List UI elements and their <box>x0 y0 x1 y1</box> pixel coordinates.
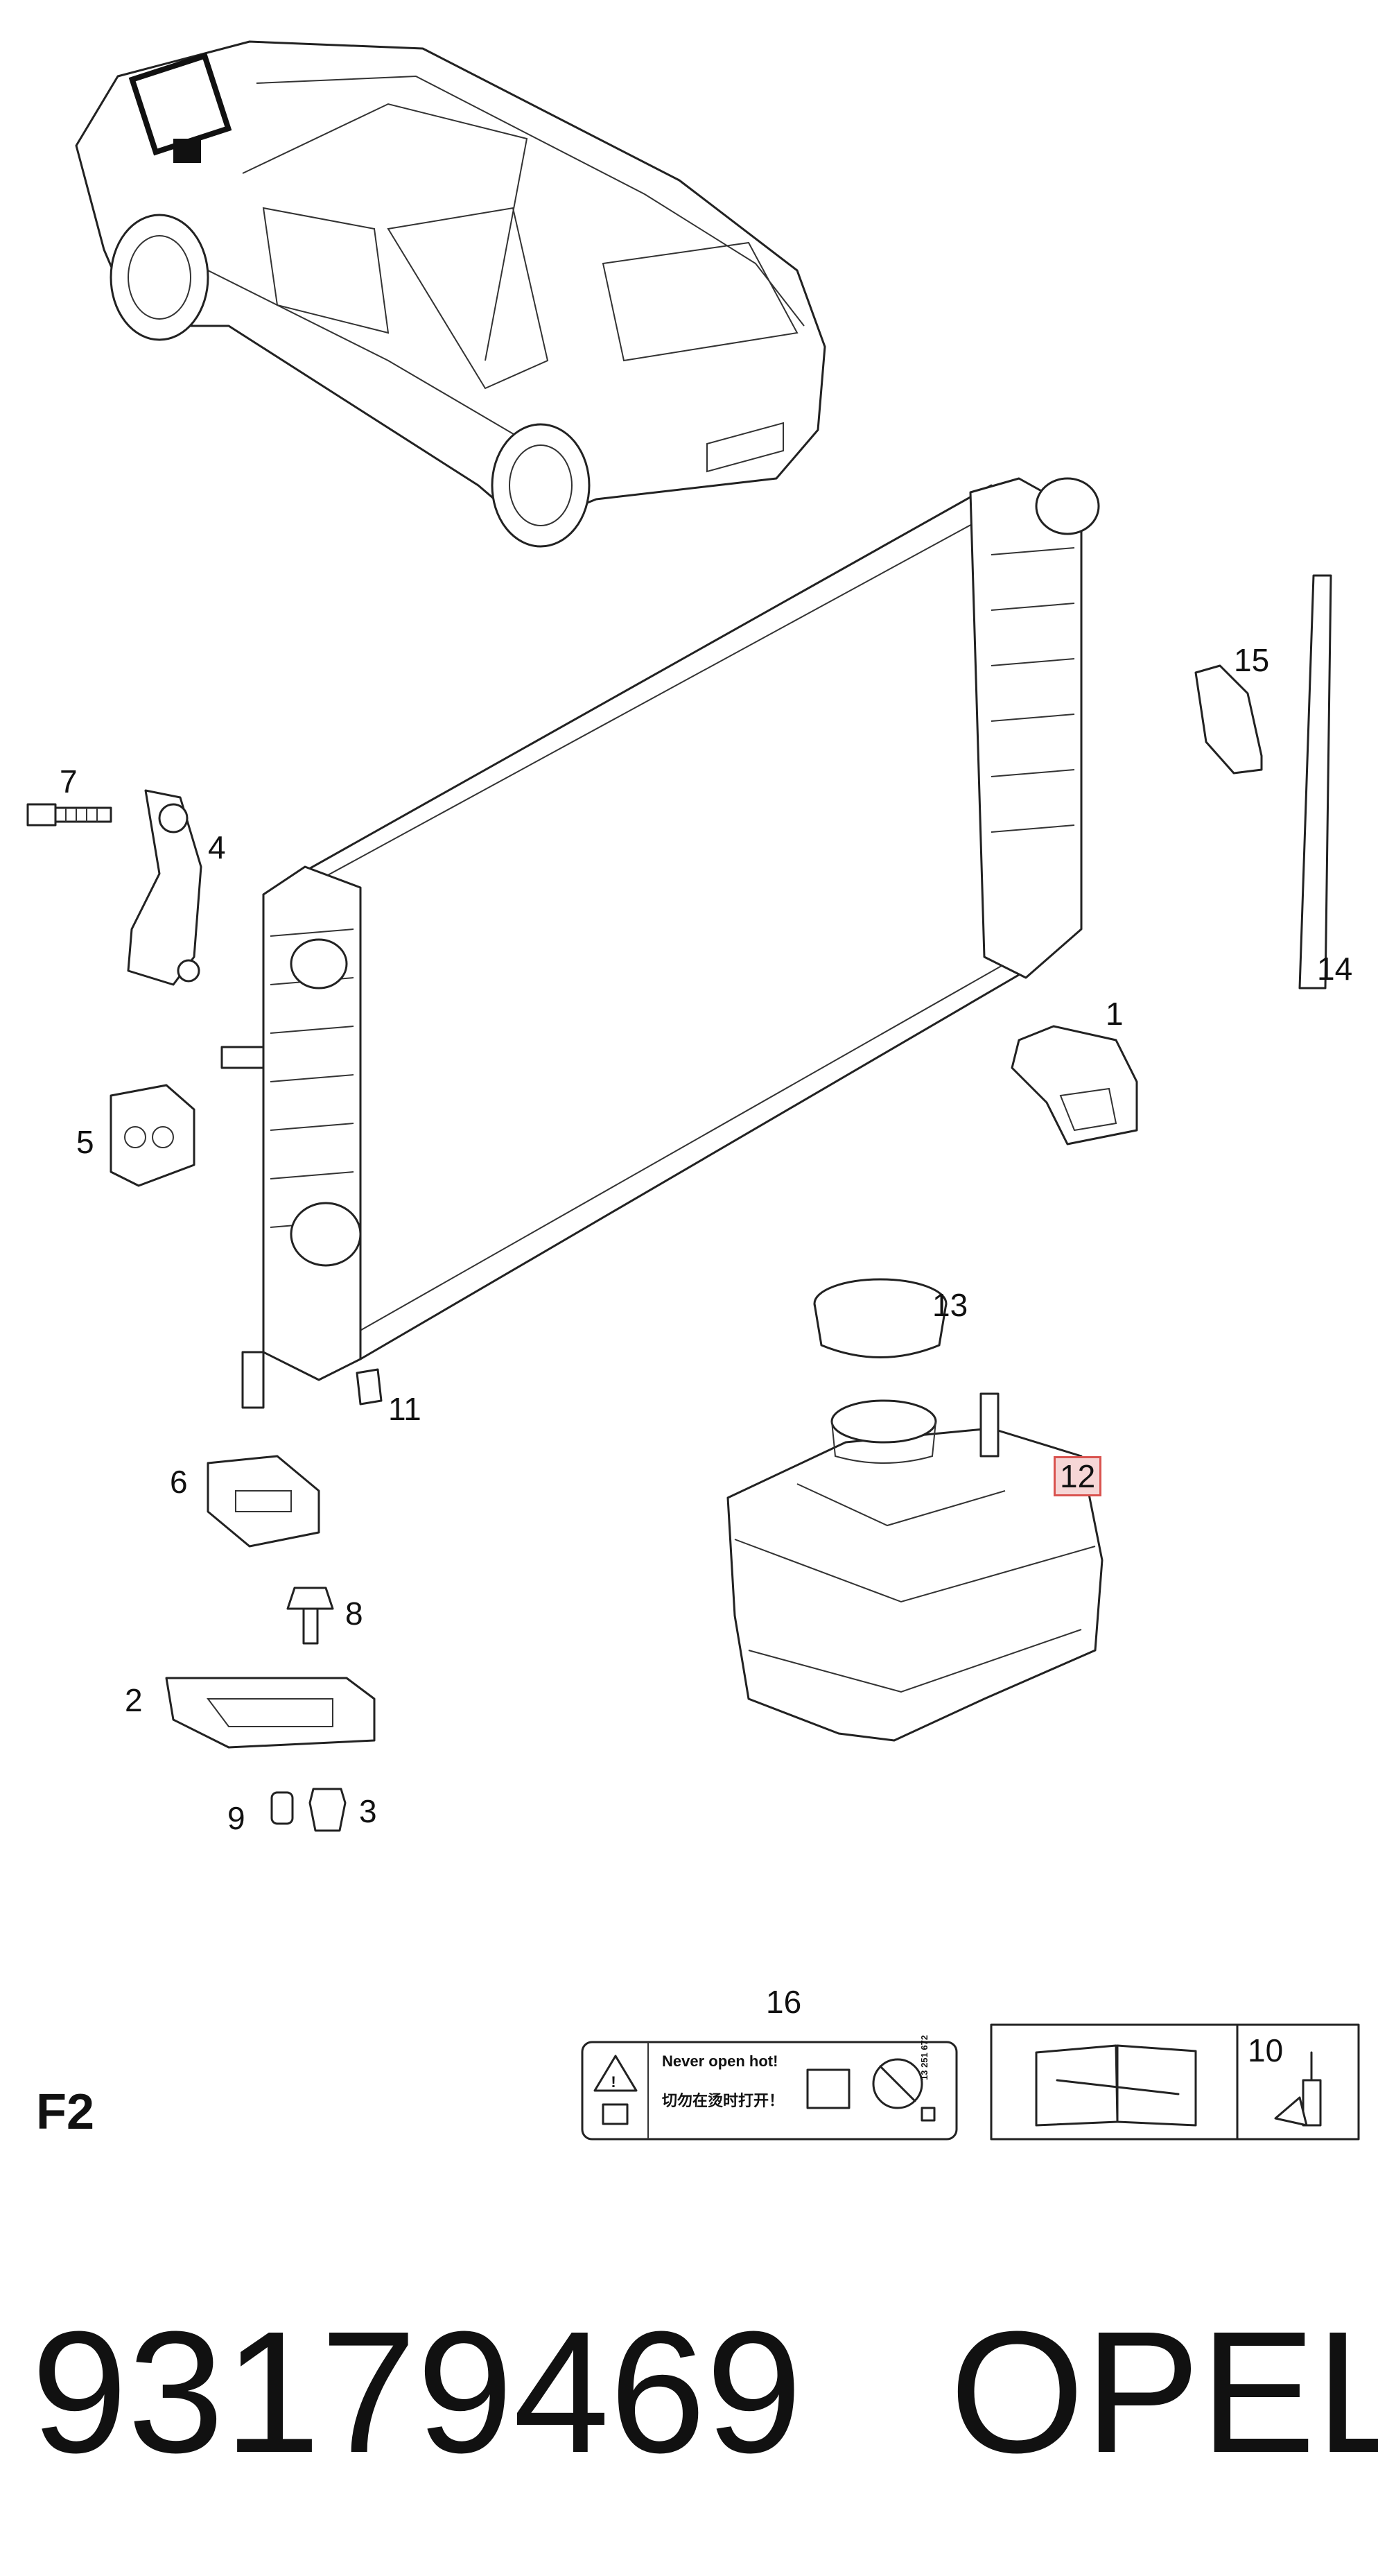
part-expansion-tank-12 <box>726 1392 1104 1742</box>
callout-12[interactable]: 12 <box>1054 1456 1102 1496</box>
manual-box <box>990 2023 1360 2141</box>
warning-text-chinese: 切勿在烫时打开！ <box>662 2092 785 2109</box>
car-overview-illustration <box>75 40 826 548</box>
part-bracket-15 <box>1194 664 1263 775</box>
callout-10: 10 <box>1248 2032 1284 2068</box>
part-clip-9 <box>270 1791 294 1825</box>
part-seal-14 <box>1298 574 1332 989</box>
callout-8: 8 <box>345 1596 363 1632</box>
callout-13: 13 <box>932 1287 968 1323</box>
callout-16: 16 <box>766 1984 802 2020</box>
callout-9: 9 <box>227 1800 245 1836</box>
part-cap-13 <box>813 1278 948 1358</box>
part-bracket-4 <box>127 789 202 986</box>
brand-name: OPEL <box>950 2295 1378 2489</box>
svg-text:!: ! <box>611 2073 616 2091</box>
part-mount-5 <box>110 1084 195 1187</box>
part-mount-6 <box>207 1455 320 1548</box>
warning-text-english: Never open hot! <box>662 2052 778 2070</box>
radiator-illustration <box>220 477 1100 1409</box>
callout-4: 4 <box>208 829 226 865</box>
callout-7: 7 <box>60 763 78 799</box>
warning-part-code: 13 251 672 <box>919 2034 930 2080</box>
part-bolt-7 <box>26 803 112 827</box>
part-grommet-3 <box>308 1788 347 1832</box>
callout-15: 15 <box>1234 642 1270 678</box>
callout-2: 2 <box>125 1682 143 1718</box>
warning-decal-16: ! <box>581 2041 958 2141</box>
callout-3: 3 <box>359 1793 377 1829</box>
callout-6: 6 <box>170 1464 188 1500</box>
part-mount-1 <box>1011 1025 1138 1146</box>
callout-5: 5 <box>76 1124 94 1160</box>
part-bracket-2 <box>165 1677 376 1749</box>
callout-1: 1 <box>1106 996 1124 1032</box>
callout-11: 11 <box>388 1391 421 1427</box>
section-label: F2 <box>36 2084 95 2140</box>
part-bolt-8 <box>286 1587 334 1645</box>
part-nut-11 <box>356 1368 383 1406</box>
part-number: 93179469 <box>31 2295 803 2489</box>
callout-14: 14 <box>1317 951 1353 987</box>
